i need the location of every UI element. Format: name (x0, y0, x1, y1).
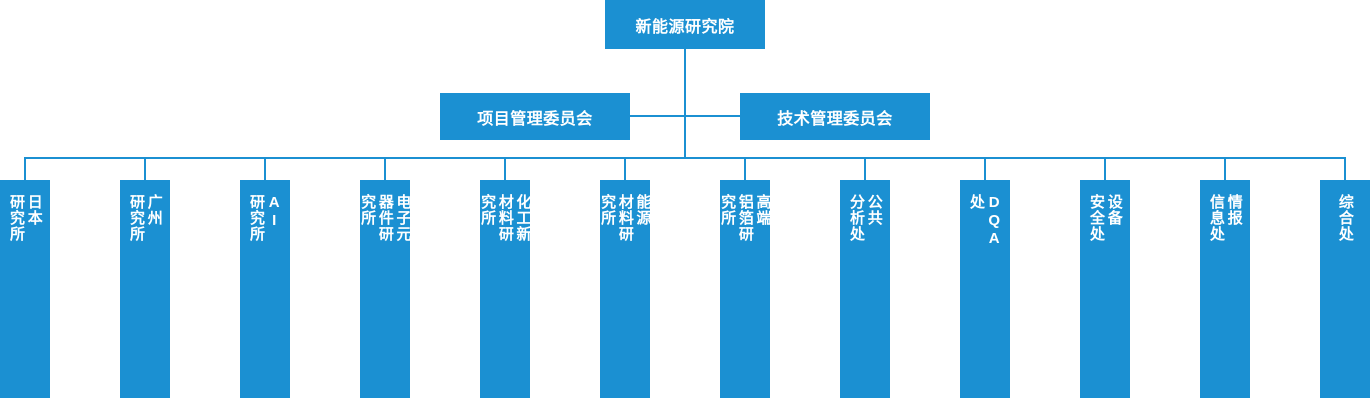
org-node-committee-technology-label: 技术管理委员会 (777, 110, 893, 128)
org-node-department[interactable]: 公共 分析处 (840, 180, 890, 398)
connector-department-drop (624, 157, 626, 180)
org-node-root[interactable]: 新能源研究院 (605, 0, 765, 49)
org-node-department-label: 高端 铝箔研 究所 (719, 194, 772, 242)
org-node-department-label: 设备 安全处 (1088, 194, 1123, 242)
org-node-department-label: 情报 信息处 (1208, 194, 1243, 242)
org-node-department[interactable]: 情报 信息处 (1200, 180, 1250, 398)
connector-department-bar (24, 157, 1346, 159)
connector-department-drop (744, 157, 746, 180)
connector-root-trunk (684, 49, 686, 158)
org-node-department[interactable]: 广州 研究所 (120, 180, 170, 398)
connector-department-drop (864, 157, 866, 180)
org-node-department-label: 日本 研究所 (8, 194, 43, 242)
org-node-department[interactable]: DQA 处 (960, 180, 1010, 398)
org-node-committee-project-label: 项目管理委员会 (477, 110, 593, 128)
org-node-committee-project[interactable]: 项目管理委员会 (440, 93, 630, 140)
org-node-department-label: 综合处 (1336, 194, 1354, 242)
org-node-department[interactable]: AI 研究所 (240, 180, 290, 398)
org-node-department-label: 电子元 器件研 究所 (359, 194, 412, 242)
org-node-department[interactable]: 设备 安全处 (1080, 180, 1130, 398)
connector-department-drop (1104, 157, 1106, 180)
org-node-department[interactable]: 电子元 器件研 究所 (359, 180, 412, 398)
org-node-committee-technology[interactable]: 技术管理委员会 (740, 93, 930, 140)
org-node-root-label: 新能源研究院 (635, 18, 735, 36)
connector-department-drop (1224, 157, 1226, 180)
connector-committee-bar (630, 115, 740, 117)
org-node-department-label: 公共 分析处 (848, 194, 883, 242)
org-node-department[interactable]: 日本 研究所 (0, 180, 50, 398)
org-node-department-label: DQA 处 (968, 194, 1003, 248)
connector-department-drop (504, 157, 506, 180)
connector-department-drop (384, 157, 386, 180)
org-node-department[interactable]: 综合处 (1320, 180, 1370, 398)
connector-department-drop (24, 157, 26, 180)
org-node-department[interactable]: 高端 铝箔研 究所 (719, 180, 772, 398)
org-node-department[interactable]: 能源 材料研 究所 (599, 180, 652, 398)
connector-department-drop (144, 157, 146, 180)
org-node-department[interactable]: 化工新 材料研 究所 (479, 180, 532, 398)
connector-department-drop (984, 157, 986, 180)
org-node-department-label: 化工新 材料研 究所 (479, 194, 532, 242)
connector-department-drop (264, 157, 266, 180)
org-node-department-label: 能源 材料研 究所 (599, 194, 652, 242)
org-node-department-label: 广州 研究所 (128, 194, 163, 242)
org-node-department-label: AI 研究所 (248, 194, 283, 242)
connector-department-drop (1344, 157, 1346, 180)
